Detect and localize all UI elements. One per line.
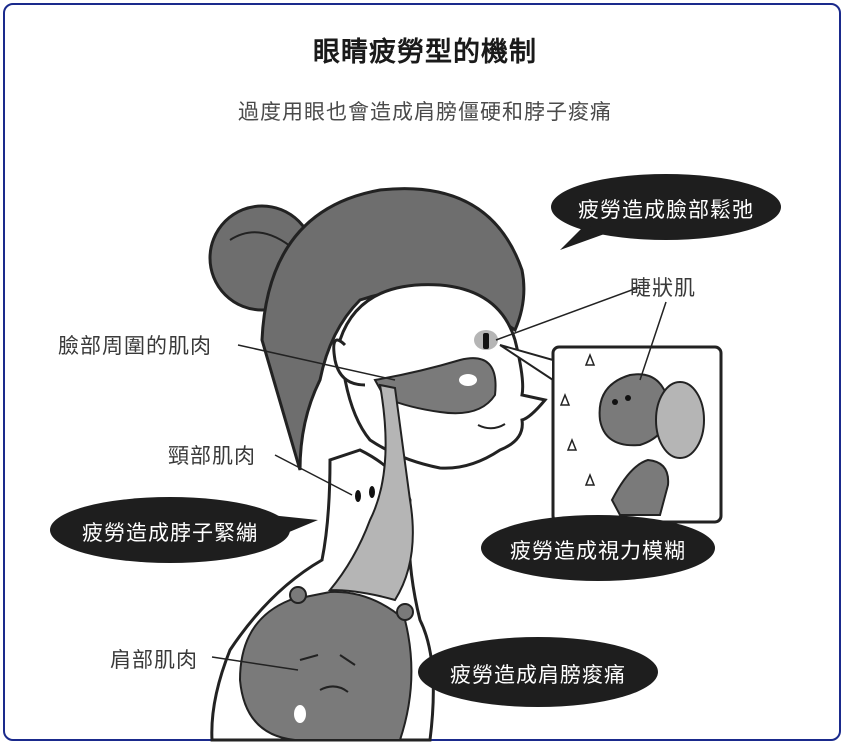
shoulder-muscle-knob-left — [289, 586, 307, 604]
leader-face — [237, 344, 396, 381]
shoulder-muscle-knob-right — [396, 603, 414, 621]
neck-muscle-eye-left — [355, 490, 361, 502]
face-muscle-highlight — [459, 374, 477, 386]
leader-neck — [274, 454, 353, 496]
diagram-subtitle: 過度用眼也會造成肩膀僵硬和脖子痠痛 — [238, 100, 612, 124]
bubble-neck-tension — [50, 497, 290, 563]
mouth — [477, 423, 506, 430]
diagram-title: 眼睛疲勞型的機制 — [313, 37, 537, 68]
shoulder-muscle — [238, 590, 413, 741]
bubble-face-sagging-tail — [560, 225, 610, 250]
face-muscle — [373, 357, 497, 415]
label-neck-muscles: 頸部肌肉 — [168, 444, 256, 468]
sweat-drops — [559, 352, 596, 486]
bubble-blurred-vision — [481, 515, 715, 581]
bubble-face-sagging — [551, 174, 781, 240]
leader-ciliary-inset — [639, 301, 667, 381]
shoulder-muscle-face — [299, 654, 356, 693]
leader-ciliary — [495, 286, 641, 341]
leader-shoulder — [211, 656, 299, 671]
bubble-text-face-sagging: 疲勞造成臉部鬆弛 — [578, 198, 754, 222]
eye — [483, 333, 489, 349]
label-face-muscles: 臉部周圍的肌肉 — [58, 334, 212, 358]
label-shoulder-muscles: 肩部肌肉 — [110, 648, 198, 672]
label-ciliary-muscle: 睫狀肌 — [630, 276, 696, 300]
bubble-text-shoulder-pain: 疲勞造成肩膀痠痛 — [450, 663, 626, 687]
lens-character-eye-right — [625, 395, 631, 401]
lens-arm — [610, 458, 670, 516]
bubble-text-blurred-vision: 疲勞造成視力模糊 — [510, 539, 686, 563]
lens-character-eye-left — [612, 399, 618, 405]
bubble-text-neck-tension: 疲勞造成脖子緊繃 — [82, 521, 258, 545]
neck-muscle — [327, 383, 414, 602]
bubble-shoulder-pain — [418, 637, 658, 707]
inset-pointer — [499, 344, 554, 382]
bubble-neck-tension-tail — [270, 515, 318, 540]
ear — [332, 338, 366, 387]
neck-muscle-eye-right — [369, 486, 375, 498]
shoulder-muscle-highlight — [294, 705, 306, 723]
lens — [655, 381, 705, 459]
hair — [260, 187, 526, 471]
hair-bun-line — [229, 231, 291, 247]
